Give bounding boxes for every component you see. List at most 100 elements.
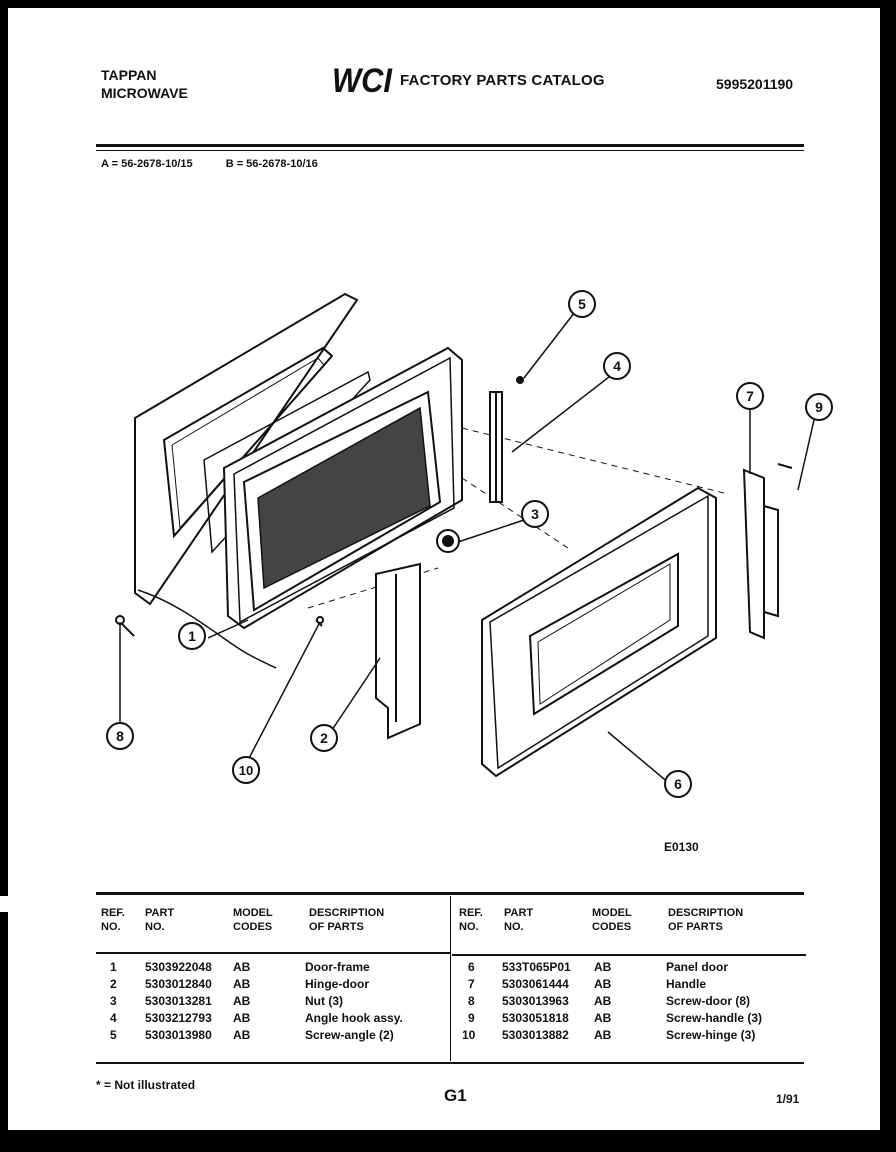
callout-7 xyxy=(736,382,764,410)
callout-5 xyxy=(568,290,596,318)
ref-no: 2 xyxy=(110,977,117,991)
parts-table-left: REF. NO. PART NO. MODEL CODES DESCRIPTIO… xyxy=(96,896,450,1064)
wci-logo-text: WCI xyxy=(332,62,393,100)
rows-left: 1 5303922048 AB Door-frame 2 5303012840 … xyxy=(96,960,450,1045)
callout-6-label: 6 xyxy=(674,776,682,792)
callout-9 xyxy=(805,393,833,421)
model-codes: AB xyxy=(594,960,612,974)
rows-right: 6 533T065P01 AB Panel door 7 5303061444 … xyxy=(452,960,806,1045)
description: Screw-door (8) xyxy=(666,994,751,1008)
description: Screw-handle (3) xyxy=(666,1011,763,1025)
callout-8-label: 8 xyxy=(116,728,124,744)
model-a: A = 56-2678-10/15 xyxy=(101,158,193,170)
callout-1-label: 1 xyxy=(188,628,196,644)
ref-no: 8 xyxy=(468,994,475,1008)
ref-no: 7 xyxy=(468,977,475,991)
callout-5-label: 5 xyxy=(578,296,586,312)
ref-no: 3 xyxy=(110,994,117,1008)
description: Panel door xyxy=(666,960,729,974)
mesh-screen xyxy=(257,406,431,590)
description: Nut (3) xyxy=(305,994,343,1008)
table-row: 5 5303013980 AB Screw-angle (2) xyxy=(96,1028,450,1045)
brand-name: TAPPAN xyxy=(101,67,157,83)
catalog-title: FACTORY PARTS CATALOG xyxy=(400,71,605,89)
catalog-number: 5995201190 xyxy=(716,76,794,92)
footer-rule xyxy=(96,1062,804,1064)
callout-4 xyxy=(603,352,631,380)
model-codes: AB xyxy=(594,1011,612,1025)
footnote: * = Not illustrated xyxy=(96,1078,196,1092)
callout-8 xyxy=(106,722,134,750)
screw-angle-part xyxy=(516,376,524,384)
handle-part xyxy=(742,468,765,640)
panel-door-window xyxy=(528,552,679,716)
model-list: A = 56-2678-10/15 B = 56-2678-10/16 xyxy=(101,158,348,170)
table-row: 7 5303061444 AB Handle xyxy=(452,977,806,994)
callout-6 xyxy=(664,770,692,798)
callout-9-label: 9 xyxy=(815,399,823,415)
exploded-diagram: 1 2 3 4 5 6 7 8 9 10 xyxy=(106,290,833,798)
revision-date: 1/91 xyxy=(776,1092,800,1106)
table-row: 6 533T065P01 AB Panel door xyxy=(452,960,806,977)
part-no: 5303013882 xyxy=(502,1028,569,1042)
header-rule-right xyxy=(452,954,806,956)
parts-table: REF. NO. PART NO. MODEL CODES DESCRIPTIO… xyxy=(96,896,806,1064)
table-top-rule xyxy=(96,892,804,895)
header-model-codes: MODEL CODES xyxy=(233,907,273,933)
model-codes: AB xyxy=(233,994,251,1008)
table-row: 9 5303051818 AB Screw-handle (3) xyxy=(452,1011,806,1028)
wci-logo: WCI xyxy=(332,62,393,100)
header-ref-no: REF. NO. xyxy=(459,907,483,933)
callout-3-label: 3 xyxy=(531,506,539,522)
model-codes: AB xyxy=(233,1011,251,1025)
header-rule-thin xyxy=(96,150,804,151)
description: Screw-angle (2) xyxy=(305,1028,394,1042)
description: Screw-hinge (3) xyxy=(666,1028,756,1042)
hinge-door-part xyxy=(375,562,421,740)
callout-2 xyxy=(310,724,338,752)
panel-door-part xyxy=(481,486,717,778)
scan-margin-mark xyxy=(0,896,8,912)
table-row: 4 5303212793 AB Angle hook assy. xyxy=(96,1011,450,1028)
callout-2-label: 2 xyxy=(320,730,328,746)
description: Angle hook assy. xyxy=(305,1011,403,1025)
ref-no: 4 xyxy=(110,1011,117,1025)
header-model-codes: MODEL CODES xyxy=(592,907,632,933)
header-part-no: PART NO. xyxy=(145,907,175,933)
header-ref-no: REF. NO. xyxy=(101,907,125,933)
model-codes: AB xyxy=(594,1028,612,1042)
part-no: 5303012840 xyxy=(145,977,212,991)
header-description: DESCRIPTION OF PARTS xyxy=(668,907,744,933)
part-no: 5303051818 xyxy=(502,1011,569,1025)
part-no: 533T065P01 xyxy=(502,960,571,974)
product-type: MICROWAVE xyxy=(101,85,188,101)
header-rule-left xyxy=(96,952,450,954)
table-column-divider xyxy=(450,896,451,1061)
ref-no: 6 xyxy=(468,960,475,974)
header-description: DESCRIPTION OF PARTS xyxy=(309,907,385,933)
insulation-sheet xyxy=(203,370,371,554)
catalog-page: TAPPAN MICROWAVE WCI FACTORY PARTS CATAL… xyxy=(8,8,880,1130)
callout-7-label: 7 xyxy=(746,388,754,404)
part-no: 5303212793 xyxy=(145,1011,212,1025)
table-row: 2 5303012840 AB Hinge-door xyxy=(96,977,450,994)
table-row: 10 5303013882 AB Screw-hinge (3) xyxy=(452,1028,806,1045)
part-no: 5303922048 xyxy=(145,960,212,974)
table-row: 3 5303013281 AB Nut (3) xyxy=(96,994,450,1011)
part-no: 5303061444 xyxy=(502,977,569,991)
table-row: 8 5303013963 AB Screw-door (8) xyxy=(452,994,806,1011)
callout-10 xyxy=(232,756,260,784)
header-rule xyxy=(96,144,804,147)
description: Handle xyxy=(666,977,707,991)
description: Hinge-door xyxy=(305,977,369,991)
model-b: B = 56-2678-10/16 xyxy=(225,158,318,170)
catalog-header: WCI FACTORY PARTS CATALOG xyxy=(330,60,605,100)
model-codes: AB xyxy=(594,994,612,1008)
description: Door-frame xyxy=(305,960,370,974)
brand-block: TAPPAN MICROWAVE xyxy=(101,66,188,102)
illustration-code: E0130 xyxy=(664,840,699,854)
model-codes: AB xyxy=(594,977,612,991)
ref-no: 5 xyxy=(110,1028,117,1042)
part-no: 5303013980 xyxy=(145,1028,212,1042)
model-codes: AB xyxy=(233,1028,251,1042)
